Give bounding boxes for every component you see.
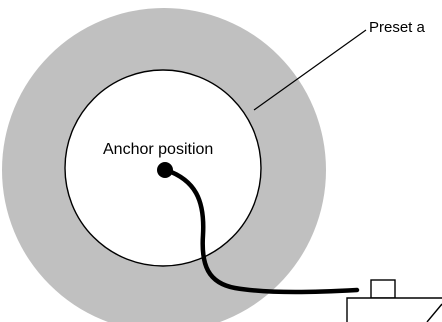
anchor-position-label: Anchor position <box>103 141 213 158</box>
boat-hull <box>346 297 442 322</box>
preset-area-leader-line <box>253 29 367 111</box>
anchor-point-marker <box>157 162 173 178</box>
anchor-chain-line <box>163 167 360 295</box>
boat-cabin <box>370 279 396 299</box>
boat-bow-line <box>426 303 442 322</box>
boat-icon <box>346 279 442 322</box>
preset-area-label: Preset a <box>369 19 426 36</box>
